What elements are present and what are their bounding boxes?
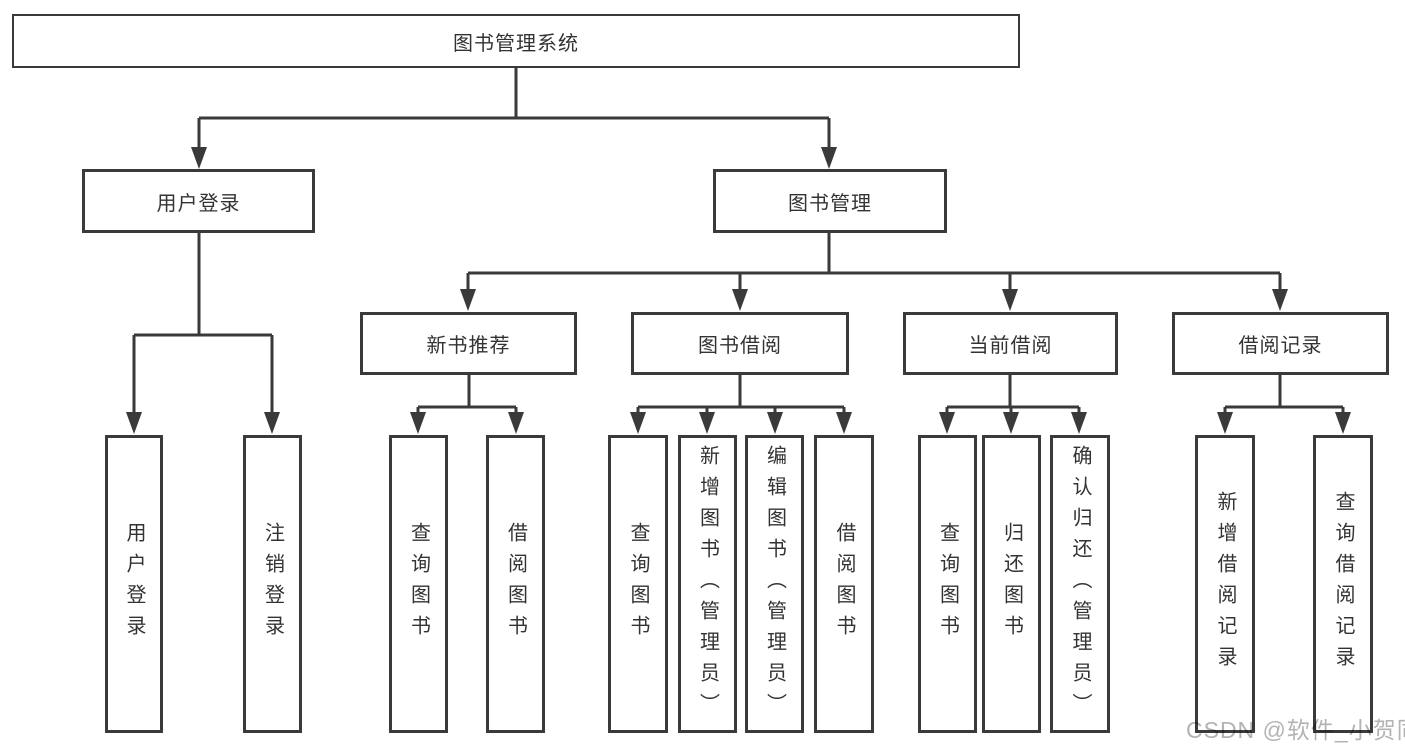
leaf-query-books: 查询图书 bbox=[918, 435, 977, 733]
arrowhead-icon bbox=[126, 412, 142, 434]
arrowhead-icon bbox=[1071, 412, 1087, 434]
leaf-borrow-books: 借阅图书 bbox=[814, 435, 874, 733]
leaf-return-books: 归还图书 bbox=[982, 435, 1041, 733]
arrowhead-icon bbox=[508, 412, 524, 434]
arrowhead-icon bbox=[630, 412, 646, 434]
arrowhead-icon bbox=[767, 412, 783, 434]
arrowhead-icon bbox=[1272, 289, 1288, 311]
arrowhead-icon bbox=[410, 412, 426, 434]
leaf-logout: 注销登录 bbox=[243, 435, 302, 733]
leaf-borrow-books: 借阅图书 bbox=[486, 435, 545, 733]
arrowhead-icon bbox=[1335, 412, 1351, 434]
arrowhead-icon bbox=[836, 412, 852, 434]
arrowhead-icon bbox=[191, 147, 207, 169]
leaf-confirm-return-admin: 确认归还（管理员） bbox=[1050, 435, 1110, 733]
arrowhead-icon bbox=[821, 147, 837, 169]
connector-arrowheads bbox=[126, 147, 1351, 434]
node-book-management: 图书管理 bbox=[713, 169, 947, 233]
connector-lines bbox=[132, 68, 1345, 416]
arrowhead-icon bbox=[1002, 289, 1018, 311]
leaf-add-borrow-record: 新增借阅记录 bbox=[1195, 435, 1255, 733]
arrowhead-icon bbox=[460, 289, 476, 311]
node-library-management-system: 图书管理系统 bbox=[12, 14, 1020, 68]
arrowhead-icon bbox=[939, 412, 955, 434]
leaf-query-borrow-record: 查询借阅记录 bbox=[1313, 435, 1373, 733]
csdn-watermark: CSDN @软件_小贺同学 bbox=[1186, 717, 1405, 743]
node-current-borrowing: 当前借阅 bbox=[903, 312, 1118, 375]
arrowhead-icon bbox=[264, 412, 280, 434]
node-user-login: 用户登录 bbox=[82, 169, 315, 233]
leaf-edit-books-admin: 编辑图书（管理员） bbox=[745, 435, 804, 733]
arrowhead-icon bbox=[732, 289, 748, 311]
arrowhead-icon bbox=[1003, 412, 1019, 434]
leaf-add-books-admin: 新增图书（管理员） bbox=[678, 435, 737, 733]
node-new-book-recommendation: 新书推荐 bbox=[360, 312, 577, 375]
node-book-borrowing: 图书借阅 bbox=[631, 312, 849, 375]
node-borrowing-records: 借阅记录 bbox=[1172, 312, 1389, 375]
leaf-query-books: 查询图书 bbox=[389, 435, 448, 733]
arrowhead-icon bbox=[699, 412, 715, 434]
leaf-query-books: 查询图书 bbox=[608, 435, 668, 733]
arrowhead-icon bbox=[1217, 412, 1233, 434]
leaf-user-login: 用户登录 bbox=[105, 435, 163, 733]
